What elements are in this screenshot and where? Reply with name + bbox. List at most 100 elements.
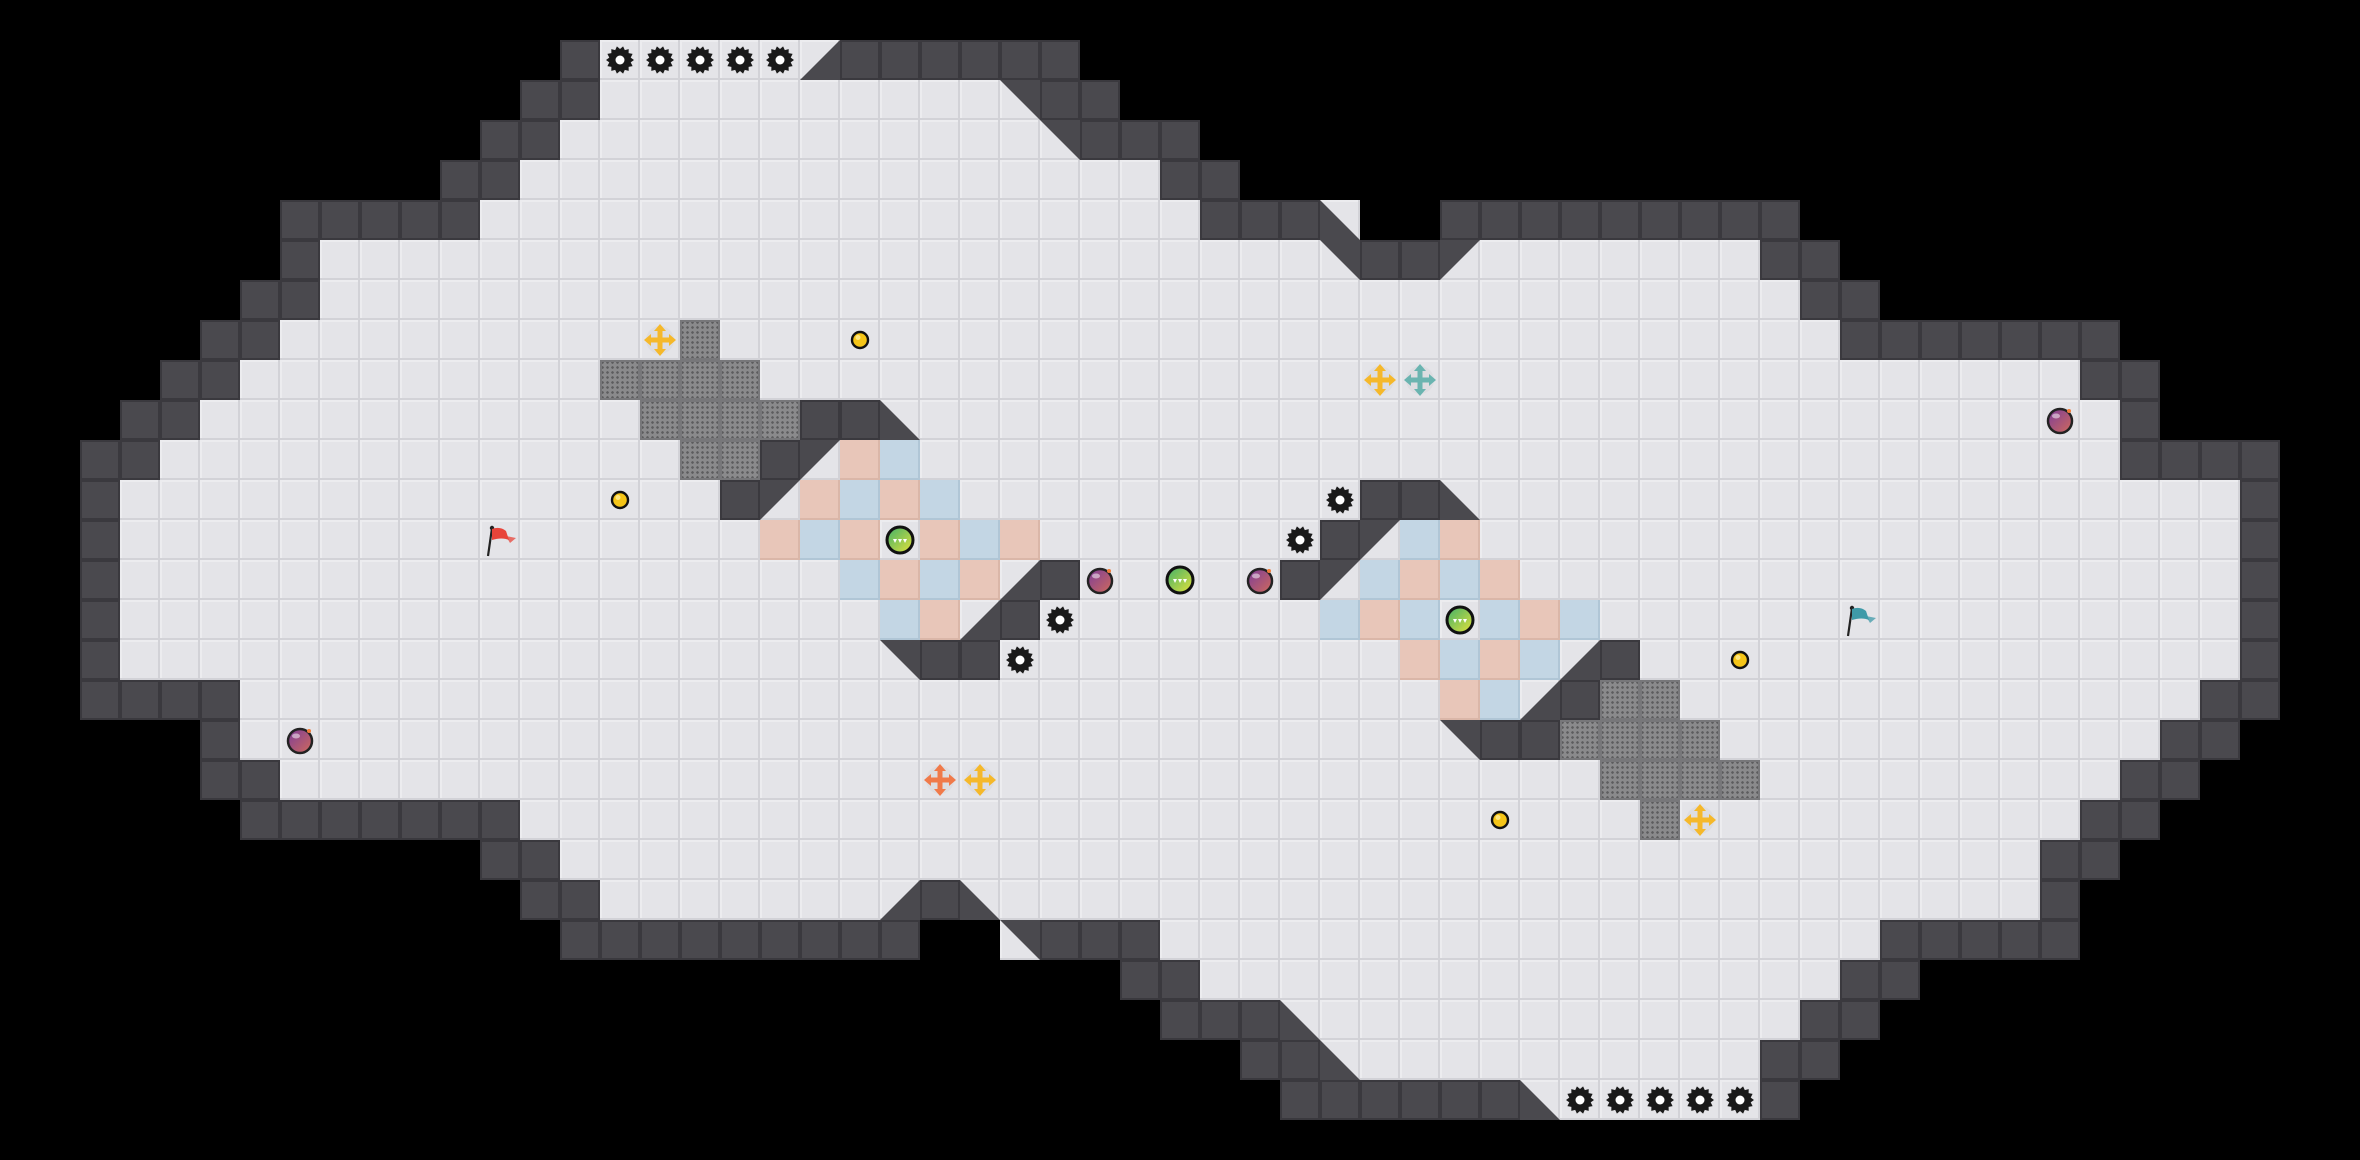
floor-tile	[760, 720, 800, 760]
orb-icon	[1080, 560, 1120, 600]
floor-tile	[1800, 360, 1840, 400]
floor-tile	[1240, 920, 1280, 960]
teal-flag-icon	[1840, 600, 1880, 640]
floor-tile	[200, 640, 240, 680]
floor-tile	[760, 120, 800, 160]
floor-tile	[320, 360, 360, 400]
floor-tile	[1240, 640, 1280, 680]
floor-tile	[1600, 480, 1640, 520]
floor-tile	[1560, 560, 1600, 600]
floor-tile	[1920, 600, 1960, 640]
wall-block	[320, 200, 360, 240]
floor-tile	[200, 520, 240, 560]
orb-icon	[2040, 400, 2080, 440]
wall-block	[1320, 1080, 1360, 1120]
floor-tile	[1680, 960, 1720, 1000]
floor-tile	[320, 400, 360, 440]
floor-tile	[1560, 400, 1600, 440]
floor-tile	[1120, 720, 1160, 760]
floor-tile	[1280, 400, 1320, 440]
floor-tile	[1840, 560, 1880, 600]
floor-tile	[240, 560, 280, 600]
floor-tile	[1720, 360, 1760, 400]
floor-tile	[1280, 720, 1320, 760]
floor-tile	[1520, 960, 1560, 1000]
floor-tile	[600, 760, 640, 800]
slope-wall-fill	[800, 440, 840, 480]
floor-tile	[1080, 720, 1120, 760]
floor-tile	[1400, 840, 1440, 880]
floor-tile	[520, 400, 560, 440]
wall-block	[280, 200, 320, 240]
floor-tile	[520, 680, 560, 720]
wall-block	[1280, 1040, 1320, 1080]
floor-tile	[1160, 280, 1200, 320]
floor-tile	[1840, 880, 1880, 920]
wall-block	[80, 600, 120, 640]
floor-tile	[1040, 840, 1080, 880]
green-ball-icon	[880, 520, 920, 560]
peach-tile	[1440, 680, 1480, 720]
floor-tile	[640, 800, 680, 840]
floor-tile	[1840, 440, 1880, 480]
wall-block	[480, 840, 520, 880]
floor-tile	[960, 440, 1000, 480]
floor-tile	[1920, 640, 1960, 680]
floor-tile	[1440, 840, 1480, 880]
floor-tile	[920, 680, 960, 720]
floor-tile	[2040, 520, 2080, 560]
wall-block	[2200, 720, 2240, 760]
floor-tile	[760, 280, 800, 320]
green-ball-icon	[1440, 600, 1480, 640]
floor-tile	[1000, 880, 1040, 920]
floor-tile	[1880, 880, 1920, 920]
floor-tile	[1680, 400, 1720, 440]
floor-tile	[1200, 240, 1240, 280]
floor-tile	[1280, 760, 1320, 800]
floor-tile	[1200, 640, 1240, 680]
floor-tile	[1440, 400, 1480, 440]
floor-tile	[520, 560, 560, 600]
floor-tile	[1120, 280, 1160, 320]
floor-tile	[240, 520, 280, 560]
floor-tile	[1040, 160, 1080, 200]
floor-tile	[1720, 280, 1760, 320]
floor-tile	[360, 320, 400, 360]
floor-tile	[680, 600, 720, 640]
floor-tile	[1520, 480, 1560, 520]
floor-tile	[2120, 600, 2160, 640]
floor-tile	[1520, 1040, 1560, 1080]
floor-tile	[1680, 640, 1720, 680]
floor-tile	[1560, 520, 1600, 560]
slope-wall-fill	[1000, 560, 1040, 600]
floor-tile	[2120, 720, 2160, 760]
floor-tile	[2080, 560, 2120, 600]
wall-block	[80, 680, 120, 720]
floor-tile	[1600, 400, 1640, 440]
floor-tile	[360, 360, 400, 400]
floor-tile	[280, 400, 320, 440]
wall-block	[1440, 200, 1480, 240]
floor-tile	[1600, 360, 1640, 400]
floor-tile	[1800, 840, 1840, 880]
floor-tile	[1680, 360, 1720, 400]
wall-block	[1760, 240, 1800, 280]
wall-block	[1160, 960, 1200, 1000]
floor-tile	[2080, 720, 2120, 760]
wall-block	[1480, 720, 1520, 760]
floor-tile	[280, 520, 320, 560]
floor-tile	[1360, 880, 1400, 920]
floor-tile	[960, 320, 1000, 360]
slope-wall	[880, 640, 920, 680]
peach-tile	[1520, 600, 1560, 640]
mesh-block	[640, 360, 680, 400]
floor-tile	[640, 440, 680, 480]
floor-tile	[1720, 920, 1760, 960]
floor-tile	[1240, 240, 1280, 280]
wall-block	[1240, 1000, 1280, 1040]
floor-tile	[1280, 280, 1320, 320]
floor-tile	[1760, 680, 1800, 720]
wall-block	[520, 840, 560, 880]
floor-tile	[1880, 520, 1920, 560]
slope-wall	[1520, 1080, 1560, 1120]
